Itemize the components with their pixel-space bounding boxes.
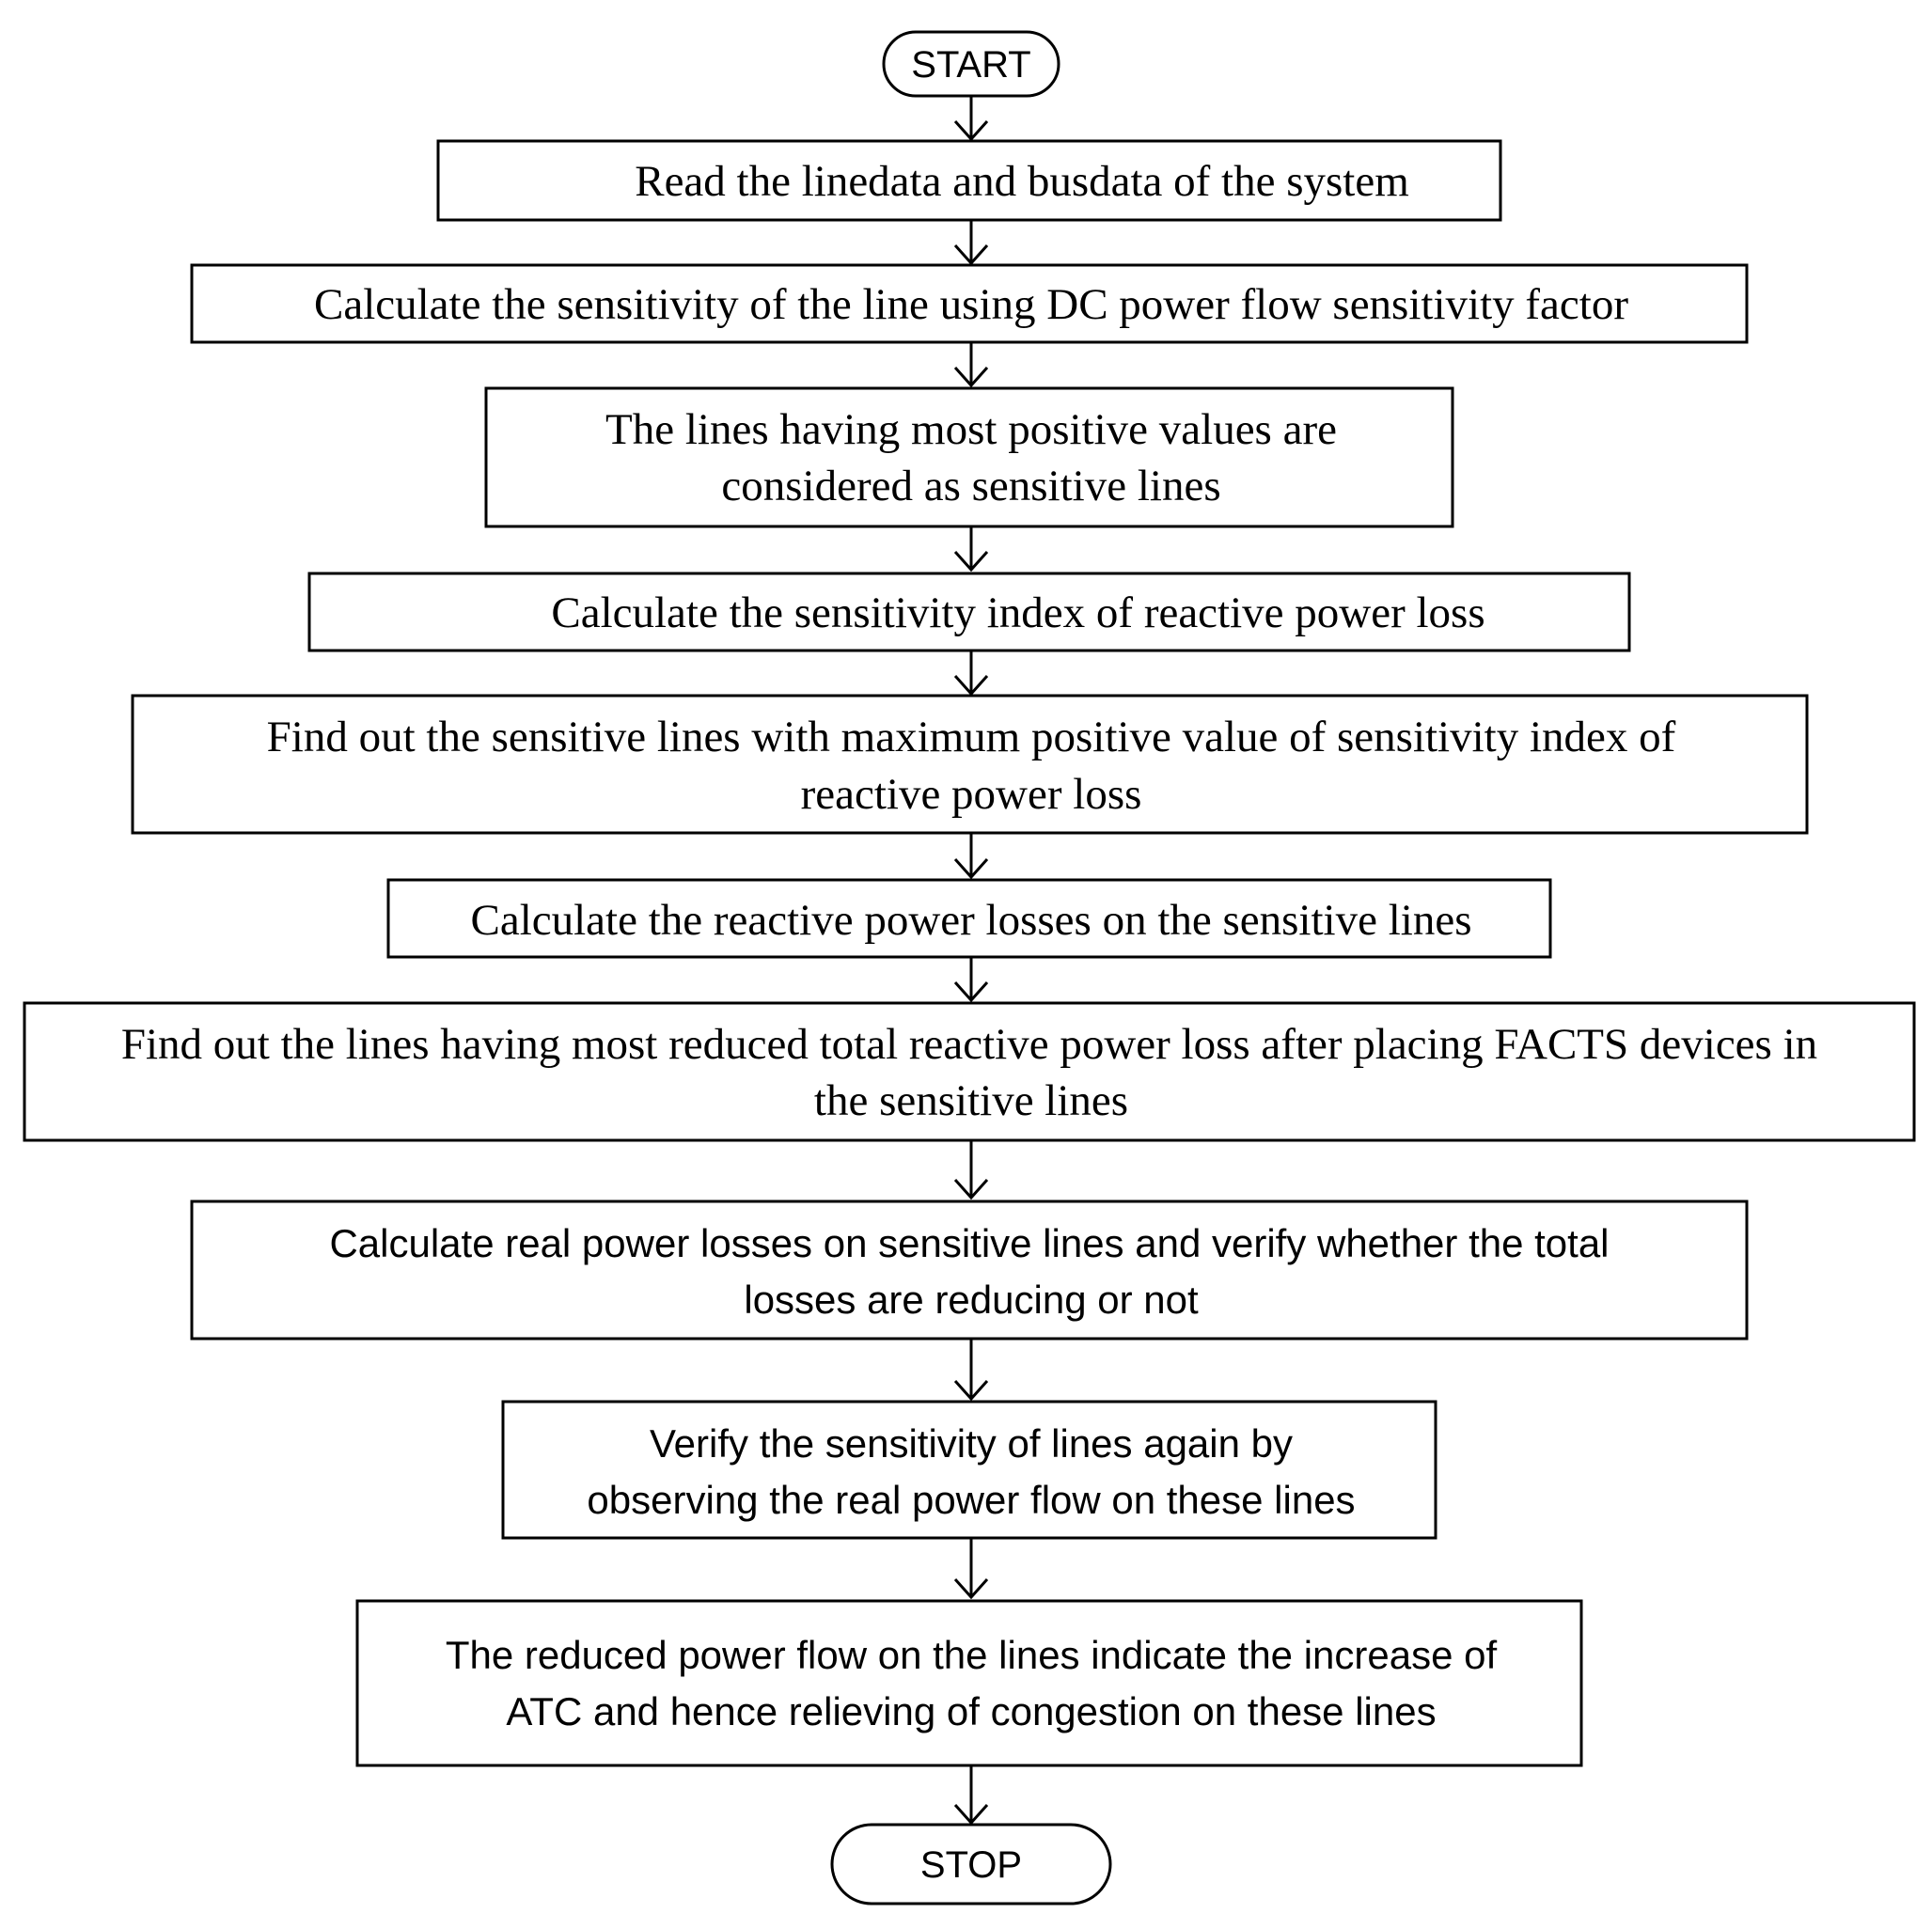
step-sensitive-lines-line-1: The lines having most positive values ar… [605, 405, 1337, 454]
step-facts-placement: Find out the lines having most reduced t… [23, 1001, 1916, 1142]
step-sensitivity-index: Calculate the sensitivity index of react… [307, 572, 1631, 652]
arrow-connector [953, 220, 989, 266]
step-dc-sensitivity: Calculate the sensitivity of the line us… [190, 263, 1749, 344]
step-read-data-line-1: Read the linedata and busdata of the sys… [635, 157, 1409, 206]
start-label: START [911, 44, 1030, 86]
step-real-losses-line-1: Calculate real power losses on sensitive… [329, 1221, 1609, 1265]
step-max-positive-index-line-1: Find out the sensitive lines with maximu… [267, 713, 1676, 761]
step-read-data: Read the linedata and busdata of the sys… [436, 139, 1502, 222]
arrow-connector [953, 957, 989, 1003]
arrow-connector [953, 1765, 989, 1826]
arrow-connector [953, 342, 989, 388]
step-reactive-losses-line-1: Calculate the reactive power losses on t… [470, 896, 1471, 945]
arrow-connector [953, 1538, 989, 1600]
step-real-losses-line-2: losses are reducing or not [744, 1278, 1199, 1322]
step-atc-increase-line-1: The reduced power flow on the lines indi… [446, 1633, 1498, 1677]
arrow-connector [953, 1339, 989, 1402]
stop-terminal: STOP [830, 1823, 1112, 1905]
step-facts-placement-line-1: Find out the lines having most reduced t… [121, 1020, 1817, 1069]
step-atc-increase-line-2: ATC and hence relieving of congestion on… [506, 1689, 1436, 1733]
step-max-positive-index: Find out the sensitive lines with maximu… [131, 694, 1809, 835]
arrow-connector [953, 833, 989, 880]
arrow-connector [953, 1140, 989, 1200]
arrow-connector [953, 651, 989, 697]
step-verify-sensitivity-line-2: observing the real power flow on these l… [587, 1478, 1355, 1522]
step-atc-increase: The reduced power flow on the lines indi… [355, 1599, 1583, 1767]
step-sensitive-lines: The lines having most positive values ar… [484, 386, 1454, 528]
step-facts-placement-line-2: the sensitive lines [814, 1076, 1128, 1125]
step-sensitive-lines-line-2: considered as sensitive lines [721, 462, 1220, 510]
start-terminal: START [882, 30, 1060, 98]
step-verify-sensitivity-line-1: Verify the sensitivity of lines again by [650, 1421, 1293, 1466]
step-reactive-losses: Calculate the reactive power losses on t… [386, 878, 1552, 959]
step-real-losses: Calculate real power losses on sensitive… [190, 1200, 1749, 1341]
step-verify-sensitivity: Verify the sensitivity of lines again by… [501, 1400, 1437, 1540]
arrow-connector [953, 526, 989, 572]
step-sensitivity-index-line-1: Calculate the sensitivity index of react… [551, 588, 1484, 637]
step-dc-sensitivity-line-1: Calculate the sensitivity of the line us… [314, 280, 1628, 329]
step-max-positive-index-line-2: reactive power loss [801, 770, 1142, 819]
stop-label: STOP [920, 1844, 1022, 1886]
arrow-connector [953, 96, 989, 142]
